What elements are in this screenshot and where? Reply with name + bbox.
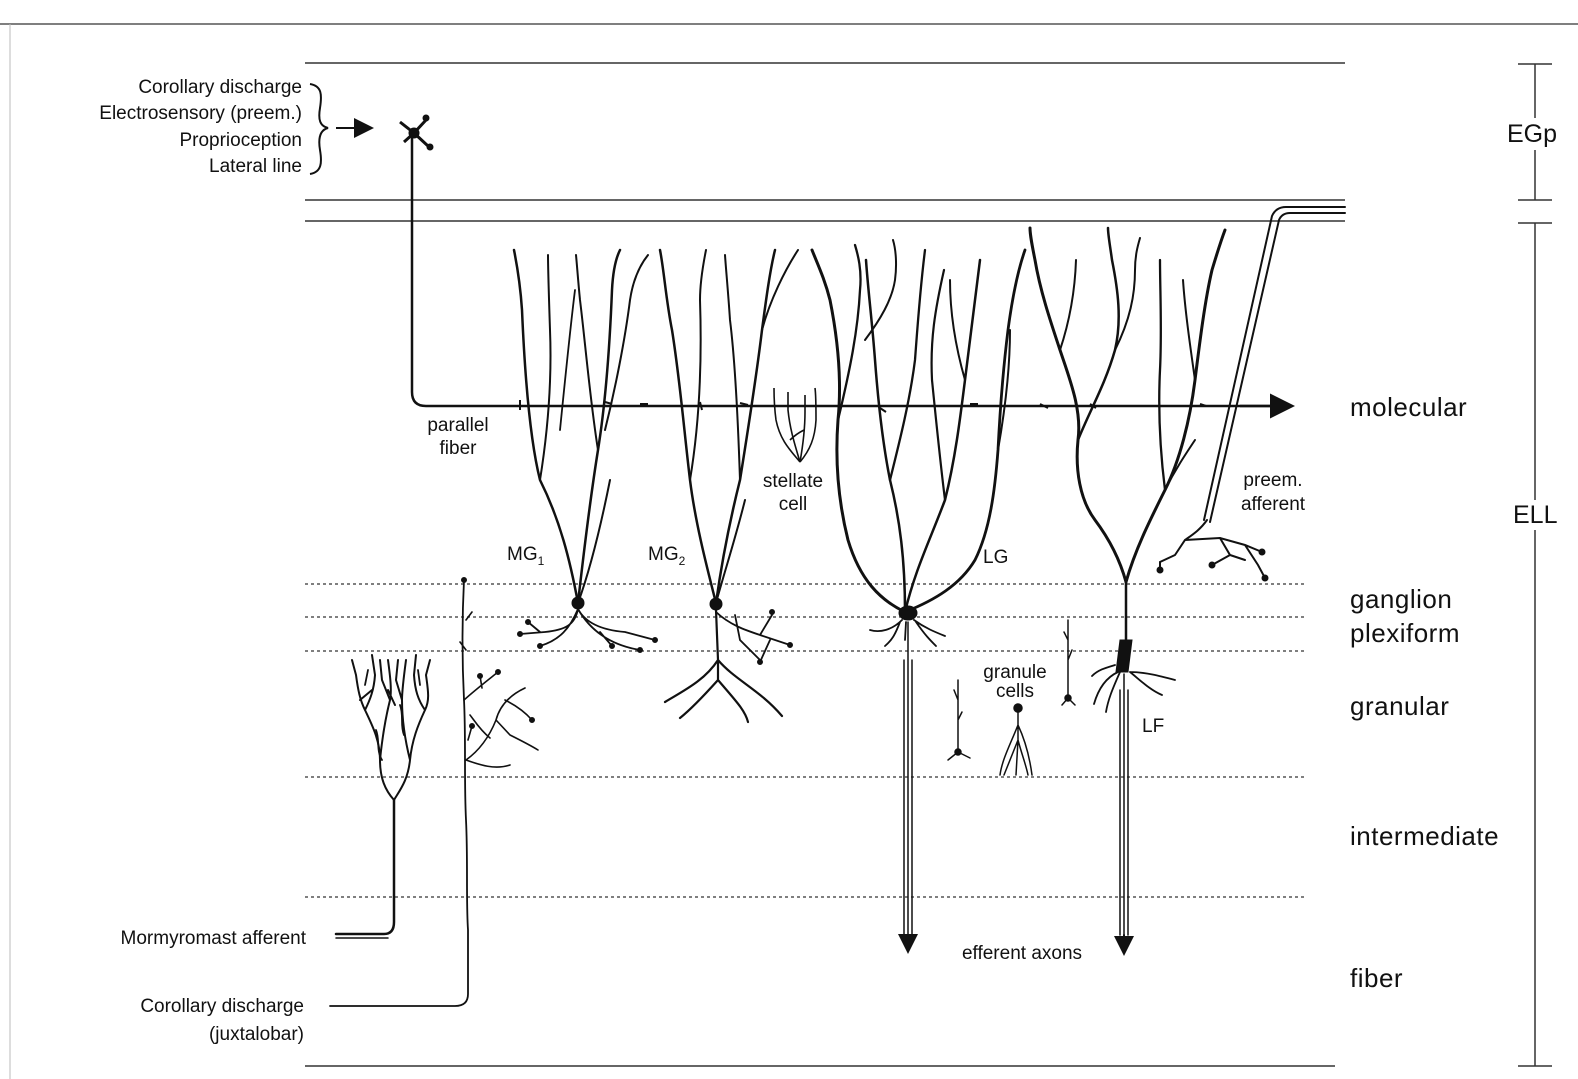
input-electrosensory: Electrosensory (preem.) xyxy=(99,103,302,124)
lg-label: LG xyxy=(983,547,1008,568)
layer-plexiform-label: plexiform xyxy=(1350,618,1460,648)
parallel-fiber-label: parallel xyxy=(427,415,488,436)
layer-ganglion-label: ganglion xyxy=(1350,584,1452,614)
region-ell-label: ELL xyxy=(1513,501,1558,529)
region-egp-label: EGp xyxy=(1507,120,1557,148)
mg1-label: MG1 xyxy=(507,544,545,568)
layer-molecular-label: molecular xyxy=(1350,392,1467,422)
juxtalobar-label: (juxtalobar) xyxy=(209,1024,304,1045)
preem-afferent-label: preem. xyxy=(1243,470,1302,491)
preem-afferent-label-2: afferent xyxy=(1241,494,1306,515)
layer-intermediate-label: intermediate xyxy=(1350,821,1499,851)
stellate-cell-label: stellate xyxy=(763,471,823,492)
preem-afferent xyxy=(1157,207,1345,581)
egp-granule-cell xyxy=(400,115,1270,406)
mormyromast-afferent-label: Mormyromast afferent xyxy=(121,928,307,949)
mg2-label: MG2 xyxy=(648,544,686,568)
granule-cells-label-2: cells xyxy=(996,681,1034,702)
stellate-cell xyxy=(774,388,816,462)
frame xyxy=(0,24,1578,1079)
layer-boundaries xyxy=(305,63,1345,1066)
mg1-cell xyxy=(514,250,658,653)
juxtalobar-fiber xyxy=(330,578,538,1007)
input-lateral-line: Lateral line xyxy=(209,156,302,177)
efferent-axons-label: efferent axons xyxy=(962,943,1082,964)
input-proprioception: Proprioception xyxy=(179,130,302,151)
lg-cell xyxy=(812,240,1025,950)
input-brace xyxy=(310,84,370,174)
region-brackets xyxy=(1518,64,1552,1066)
mg2-subscript: 2 xyxy=(679,554,686,568)
lf-label: LF xyxy=(1142,716,1164,737)
egp-input-labels: Corollary discharge Electrosensory (pree… xyxy=(99,77,302,177)
stellate-cell-label-2: cell xyxy=(779,494,808,515)
fiber-label: fiber xyxy=(440,438,478,459)
lf-cell xyxy=(1030,228,1225,952)
granule-cells-label: granule xyxy=(983,662,1046,683)
layer-fiber-label: fiber xyxy=(1350,963,1403,993)
corollary-juxtalobar-label: Corollary discharge xyxy=(140,996,304,1017)
mg1-subscript: 1 xyxy=(538,554,545,568)
input-corollary-discharge: Corollary discharge xyxy=(138,77,302,98)
layer-granular-label: granular xyxy=(1350,691,1449,721)
mormyromast-afferent xyxy=(336,655,430,938)
